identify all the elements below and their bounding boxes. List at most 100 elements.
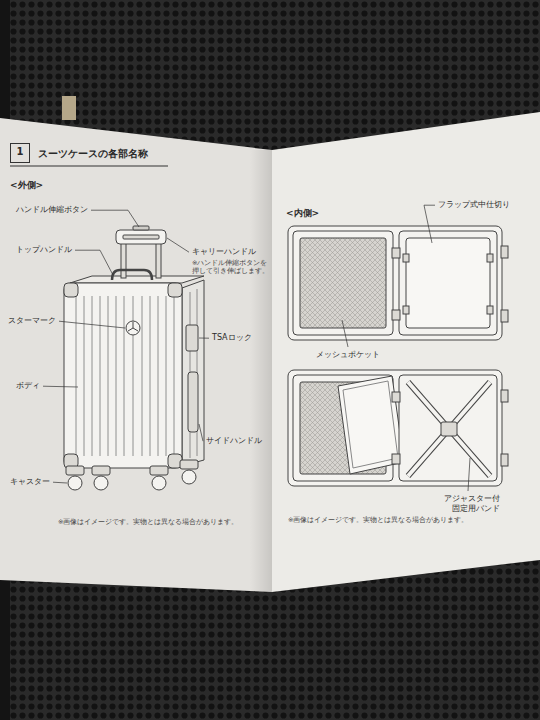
part-name: ハンドル伸縮ボタン	[16, 205, 88, 215]
ridge	[84, 296, 85, 456]
flap-clip	[403, 306, 409, 314]
leader-line	[468, 458, 470, 491]
caster-wheel	[68, 476, 82, 490]
right-half	[399, 231, 497, 335]
part-name: トップハンドル	[16, 245, 72, 255]
suitcase-outside	[64, 226, 204, 490]
part-name: サイドハンドル	[206, 436, 262, 446]
leader-line	[199, 424, 203, 441]
right-half	[399, 375, 497, 481]
star-mark-symbol	[128, 322, 138, 331]
right-page	[272, 112, 540, 592]
note: ※画像はイメージです。実物とは異なる場合があります。	[58, 518, 238, 526]
part-name: スターマーク	[8, 316, 56, 326]
page-spine-shadow	[250, 150, 272, 592]
divider-flap	[406, 238, 490, 328]
body-ridges	[76, 289, 197, 458]
suitcase-top	[70, 276, 204, 283]
leader-line	[59, 321, 125, 328]
caster-wheel	[182, 470, 196, 484]
part-name: メッシュポケット	[316, 350, 380, 360]
hinge	[392, 310, 400, 320]
ridge	[166, 296, 167, 456]
part-name: キャスター	[10, 477, 50, 487]
open-shell	[288, 226, 502, 340]
top-handle	[112, 270, 152, 280]
suitcase-body	[64, 283, 182, 468]
latch	[501, 454, 508, 466]
latch	[501, 390, 508, 402]
leader-line	[424, 205, 435, 243]
note: ※ハンドル伸縮ボタンを 押して引き伸ばします。	[192, 259, 270, 276]
star-mark	[126, 321, 140, 335]
latch	[501, 246, 508, 258]
suitcase-side	[182, 280, 204, 466]
ridge	[124, 296, 125, 456]
adjuster-buckle	[441, 422, 457, 436]
divider-flap-open	[338, 376, 404, 474]
leader-line	[53, 482, 67, 484]
caster-wheel	[94, 476, 108, 490]
hinge	[392, 248, 400, 258]
open-shell	[288, 370, 502, 486]
corner-guard	[64, 283, 78, 297]
handle-pole	[156, 242, 161, 278]
strap	[408, 382, 490, 476]
fabric-tag	[62, 96, 76, 120]
carry-handle	[116, 230, 166, 244]
ridge	[150, 296, 151, 456]
flap-clip	[487, 254, 493, 262]
section-subheading: <外側>	[10, 180, 43, 192]
caster-wheel	[152, 476, 166, 490]
mesh-pocket	[300, 238, 386, 328]
ridge	[142, 296, 143, 456]
section-number-box: 1	[10, 143, 30, 163]
leader-line	[342, 320, 348, 347]
suitcase-inside-flap-open	[288, 370, 508, 486]
ridge	[108, 296, 109, 456]
part-name: フラップ式中仕切り	[438, 200, 510, 210]
left-page	[0, 118, 272, 592]
ridge	[92, 296, 93, 456]
part-name: キャリーハンドル	[192, 247, 256, 257]
ridge	[116, 296, 117, 456]
leader-line	[199, 338, 209, 339]
side-handle	[188, 372, 198, 432]
strap	[408, 382, 490, 476]
ridge	[174, 296, 175, 456]
hinge	[392, 392, 400, 402]
flap-clip	[403, 254, 409, 262]
caster-housing	[150, 466, 168, 475]
leader-line	[43, 386, 78, 388]
suitcase-inside-flap-closed	[288, 226, 508, 340]
handle-pole	[121, 242, 126, 278]
tsa-lock	[186, 325, 198, 351]
leader-line	[167, 238, 189, 252]
part-name: TSAロック	[212, 333, 252, 343]
ridge	[76, 296, 77, 456]
caster-housing	[92, 466, 110, 475]
caster-housing	[180, 460, 198, 469]
note: ※画像はイメージです。実物とは異なる場合があります。	[288, 516, 468, 524]
leader-line	[91, 210, 139, 227]
ridge	[158, 296, 159, 456]
carry-handle-grip	[123, 235, 159, 239]
page-title: スーツケースの各部名称	[38, 147, 148, 160]
part-name: アジャスター付 固定用バンド	[436, 494, 500, 515]
latch	[501, 310, 508, 322]
section-subheading: <内側>	[286, 208, 319, 220]
strap-fill	[408, 382, 490, 476]
hinge	[392, 454, 400, 464]
strap-fill	[408, 382, 490, 476]
caster-housing	[66, 466, 84, 475]
leader-line	[75, 250, 113, 275]
flap-clip	[487, 306, 493, 314]
title-rule	[10, 165, 168, 166]
flap-inner-line	[343, 381, 398, 468]
extend-button	[133, 226, 149, 230]
section-number: 1	[16, 146, 24, 158]
corner-guard	[168, 283, 182, 297]
